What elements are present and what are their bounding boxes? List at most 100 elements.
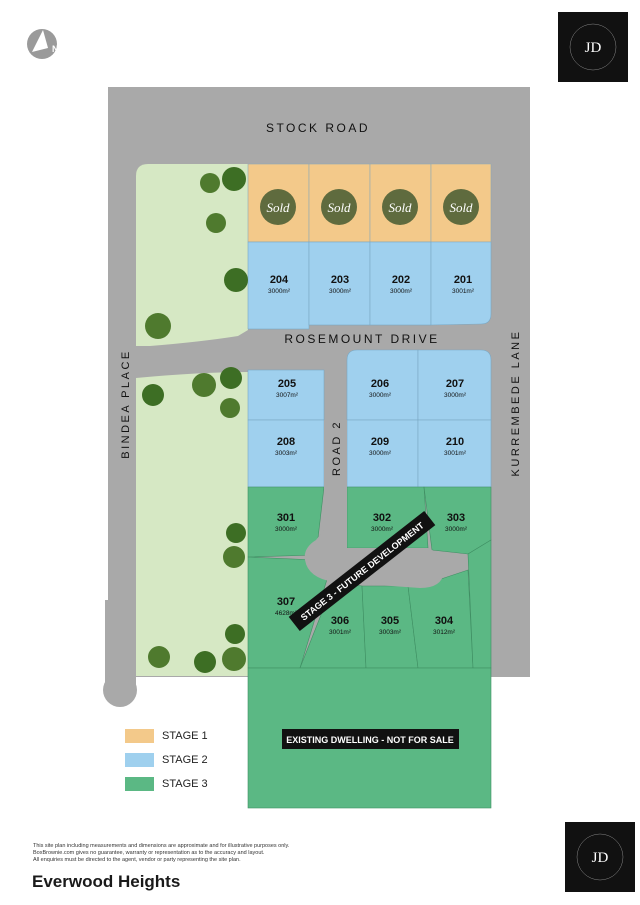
legend-label-stage-2: STAGE 2 [162, 754, 208, 766]
lot-area: 4628m² [275, 610, 298, 617]
lot-area: 3000m² [444, 392, 467, 399]
lot-area: 3000m² [369, 392, 392, 399]
lot-number: 302 [373, 512, 391, 524]
lot-number: 207 [446, 378, 464, 390]
lot-208-shape [247, 419, 325, 488]
disclaimer-line-2: BoxBrownie.com gives no guarantee, warra… [33, 850, 265, 856]
sold-badge-icon [443, 189, 479, 225]
tree-icon [224, 268, 248, 292]
existing-dwelling-text: EXISTING DWELLING - NOT FOR SALE [286, 735, 454, 745]
sold-label: Sold [388, 200, 412, 215]
lot-area: 3001m² [452, 288, 475, 295]
rosemount-drive-label: ROSEMOUNT DRIVE [284, 332, 439, 346]
tree-icon [223, 546, 245, 568]
stock-road-label: STOCK ROAD [266, 121, 370, 135]
sold-badge-icon [321, 189, 357, 225]
sold-label: Sold [449, 200, 473, 215]
tree-icon [222, 647, 246, 671]
brand-monogram: JD [585, 40, 602, 56]
lot-number: 303 [447, 512, 465, 524]
lot-area: 3000m² [445, 526, 468, 533]
lot-area: 3000m² [390, 288, 413, 295]
road-2-label: ROAD 2 [331, 420, 343, 476]
lot-number: 305 [381, 615, 399, 627]
stage-2-lots [247, 241, 492, 488]
estate-title: Everwood Heights [32, 872, 181, 891]
brand-monogram: JD [592, 850, 609, 866]
lot-number: 206 [371, 378, 389, 390]
legend-swatch-stage-2 [125, 753, 154, 767]
north-compass-icon: N [27, 29, 59, 59]
park-lower [136, 372, 248, 676]
lot-number: 209 [371, 436, 389, 448]
bindea-cul-de-sac [103, 673, 137, 707]
stage-1-lots [247, 163, 492, 243]
lot-202-shape [369, 241, 432, 326]
tree-icon [222, 167, 246, 191]
disclaimer-line-1: This site plan including measurements an… [33, 843, 290, 849]
tree-icon [220, 398, 240, 418]
lot-number: 203 [331, 274, 349, 286]
lot-number: 202 [392, 274, 410, 286]
bindea-place-label: BINDEA PLACE [120, 349, 132, 458]
brand-logo-bottom: JD [565, 822, 635, 892]
lot-307-shape [247, 556, 329, 669]
lot-area: 3001m² [444, 450, 467, 457]
lot-number: 204 [270, 274, 289, 286]
lot-number: 306 [331, 615, 349, 627]
lot-area: 3000m² [275, 526, 298, 533]
disclaimer-line-3: All enquiries must be directed to the ag… [33, 857, 241, 863]
sold-label: Sold [327, 200, 351, 215]
sold-label: Sold [266, 200, 290, 215]
park-upper [136, 164, 248, 346]
tree-icon [200, 173, 220, 193]
compass-n-label: N [52, 44, 59, 54]
lot-area: 3000m² [369, 450, 392, 457]
lot-number: 208 [277, 436, 295, 448]
brand-logo-top: JD [558, 12, 628, 82]
lot-207-shape [417, 349, 492, 421]
legend-swatch-stage-1 [125, 729, 154, 743]
future-banner-bg [288, 510, 436, 632]
legend-swatch-stage-3 [125, 777, 154, 791]
lot-number: 304 [435, 615, 454, 627]
lot-number: 201 [454, 274, 472, 286]
lot-203-shape [308, 241, 371, 326]
tree-icon [145, 313, 171, 339]
lot-number: 301 [277, 512, 295, 524]
tree-icon [194, 651, 216, 673]
legend-label-stage-3: STAGE 3 [162, 778, 208, 790]
tree-icon [192, 373, 216, 397]
tree-icon [225, 624, 245, 644]
lot-area: 3007m² [276, 392, 299, 399]
lot-number: 205 [278, 378, 296, 390]
lot-210-shape [417, 419, 492, 488]
tree-icon [142, 384, 164, 406]
lot-number: 307 [277, 596, 295, 608]
stage-3-lots [247, 486, 492, 809]
brand-logo-mark: JD [576, 833, 624, 881]
lot-area: 3001m² [329, 629, 352, 636]
trees [142, 167, 248, 673]
lot-204-shape [247, 241, 310, 330]
lot-number: 210 [446, 436, 464, 448]
lot-area: 3012m² [433, 629, 456, 636]
lot-area: 3000m² [268, 288, 291, 295]
lot-labels: 204 3000m² 203 3000m² 202 3000m² 201 300… [268, 274, 475, 636]
compass-arrow [32, 30, 48, 52]
lot-area: 3003m² [379, 629, 402, 636]
sold-badge-icon [382, 189, 418, 225]
kurrembede-lane-label: KURREMBEDE LANE [510, 330, 522, 477]
lot-area: 3000m² [371, 526, 394, 533]
sold-badges: Sold Sold Sold Sold [260, 189, 479, 225]
lot-209-shape [346, 419, 419, 488]
tree-icon [226, 523, 246, 543]
lot-area: 3003m² [275, 450, 298, 457]
lot-area: 3000m² [329, 288, 352, 295]
brand-logo-mark: JD [569, 23, 617, 71]
legend-label-stage-1: STAGE 1 [162, 730, 208, 742]
road-2 [304, 420, 445, 588]
tree-icon [148, 646, 170, 668]
lot-201-shape [430, 241, 492, 326]
